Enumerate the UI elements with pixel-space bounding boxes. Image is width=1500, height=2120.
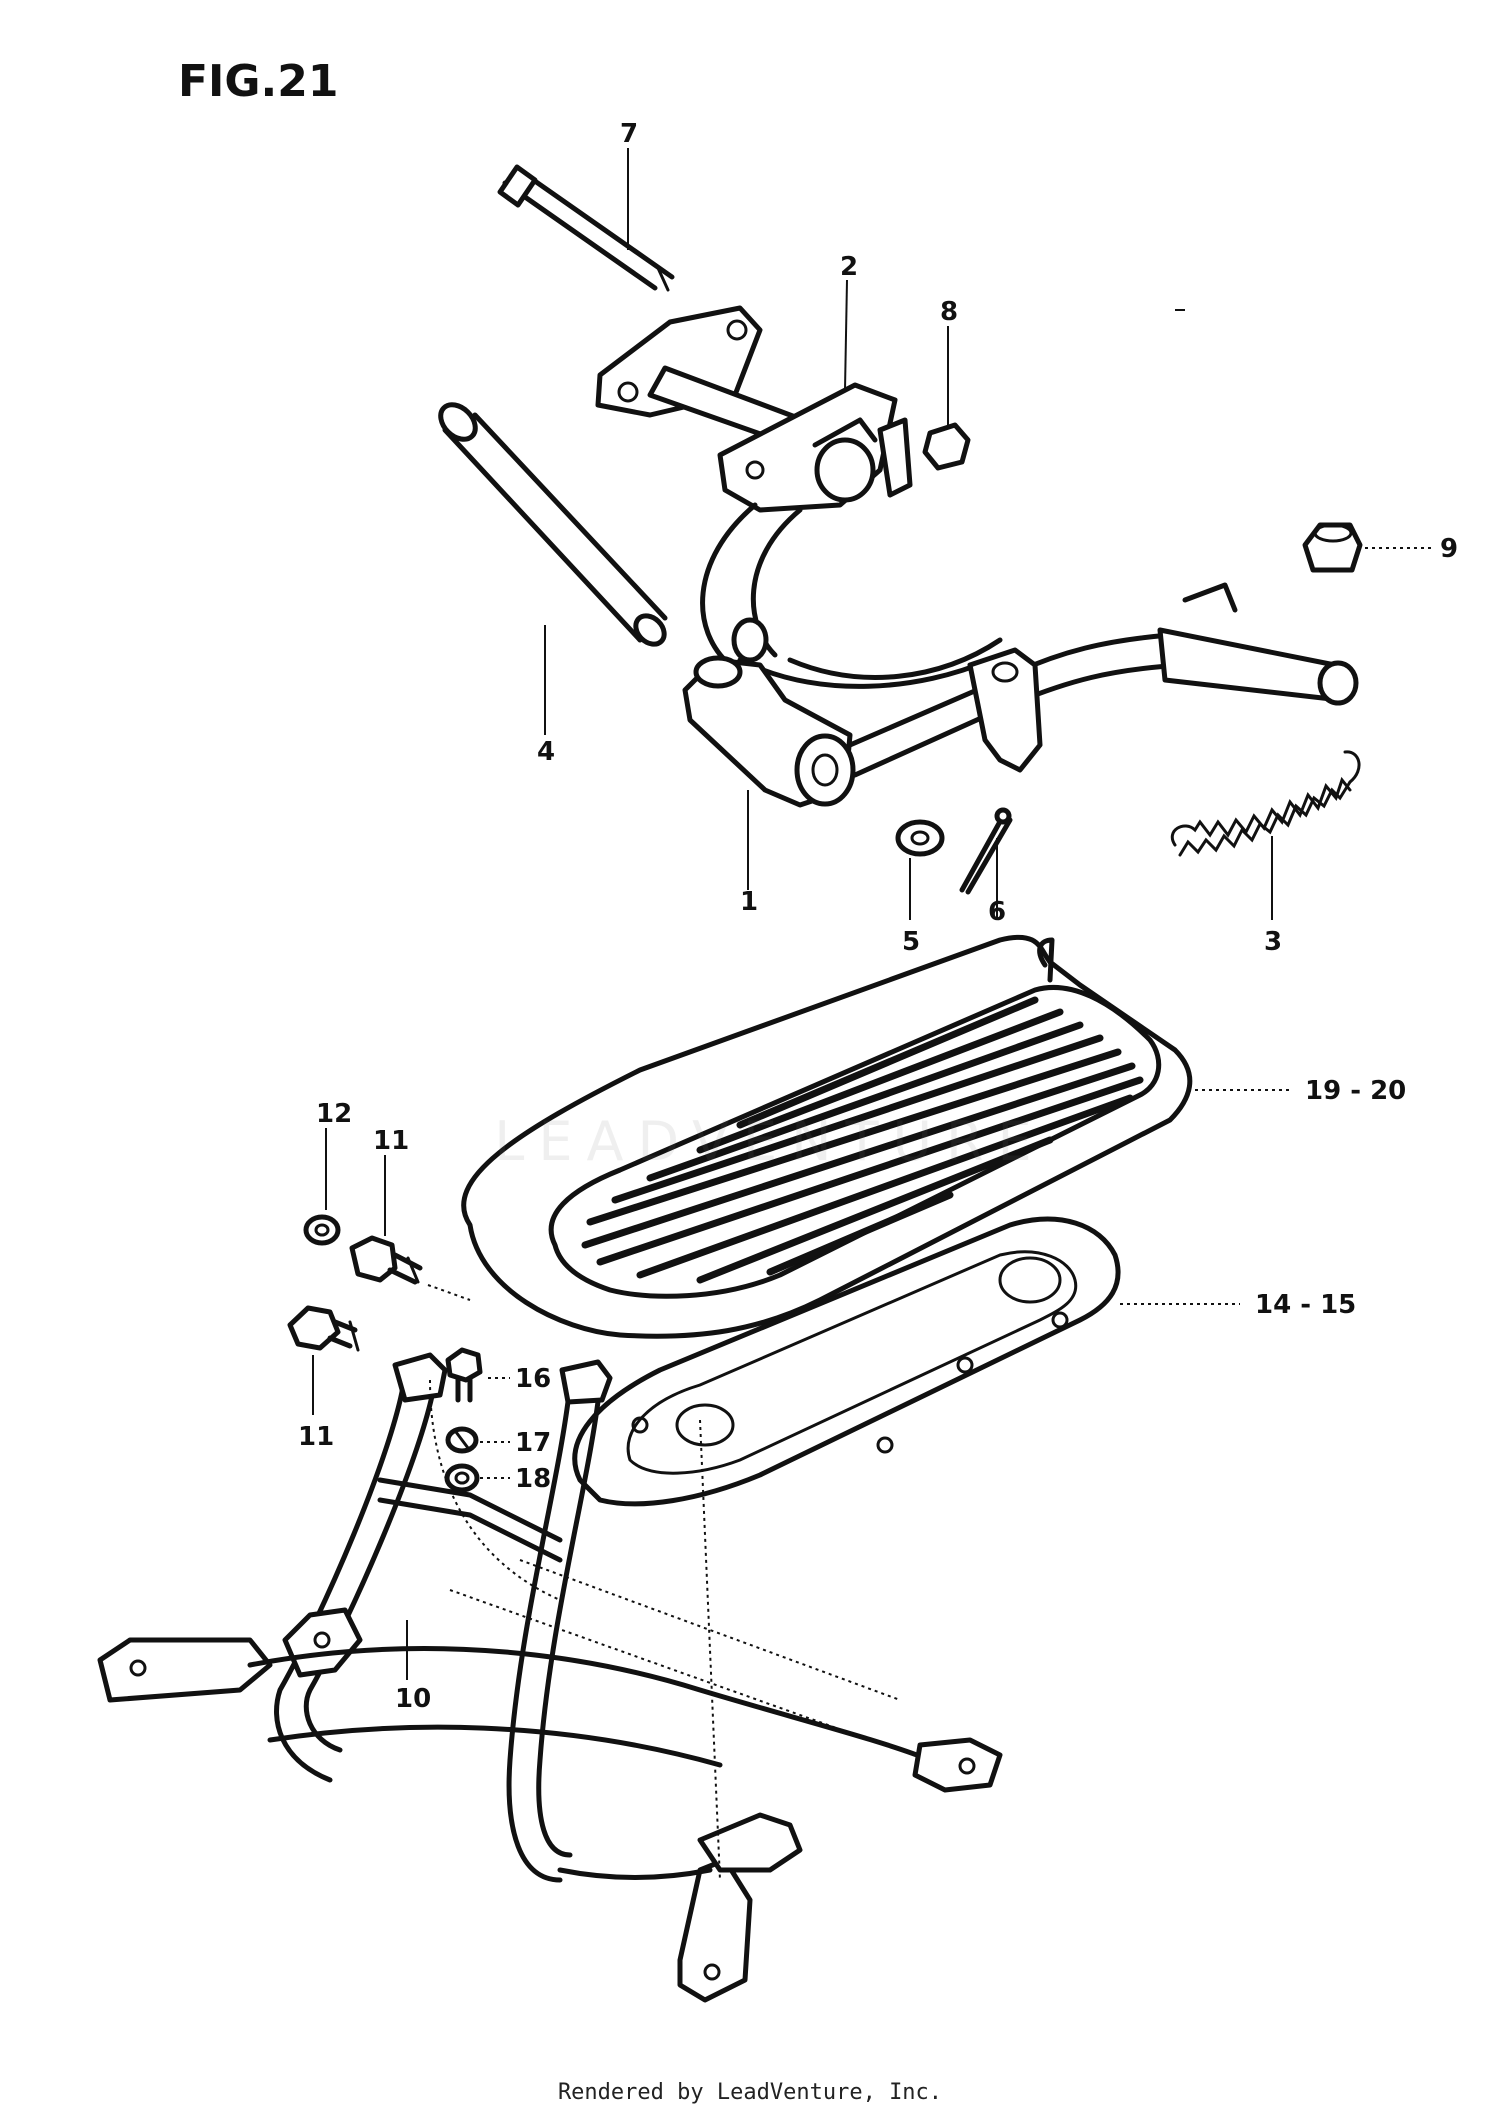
callout-11: 11 — [298, 1422, 334, 1452]
callout-9: 9 — [1440, 534, 1458, 564]
leader-lines — [312, 148, 1435, 1680]
part-12-small-bolt — [349, 1235, 423, 1285]
part-6-cotter-pin — [959, 807, 1013, 895]
part-19-20-floor-mat — [461, 934, 1193, 1339]
footer-credit: Rendered by LeadVenture, Inc. — [557, 2080, 943, 2105]
part-14-15-step-plate — [572, 1216, 1121, 1507]
part-5-washer — [895, 819, 945, 857]
callout-8: 8 — [940, 297, 958, 327]
part-18-washer — [444, 1463, 480, 1493]
part-13-washer — [303, 1214, 341, 1246]
callout-14-15: 14 - 15 — [1255, 1290, 1356, 1320]
rib — [736, 996, 1039, 1129]
callout-10: 10 — [395, 1684, 431, 1714]
figure-title: FIG.21 — [178, 56, 339, 107]
part-11-bolt — [287, 1305, 360, 1352]
callout-5: 5 — [902, 927, 920, 957]
callout-1: 1 — [740, 887, 758, 917]
callout-12: 11 — [373, 1126, 409, 1156]
callout-7: 7 — [620, 119, 638, 149]
part-7-bolt — [497, 164, 675, 292]
callout-16: 16 — [515, 1364, 551, 1394]
part-9-stopper — [1302, 522, 1363, 573]
callout-2: 2 — [840, 252, 858, 282]
callout-19-20: 19 - 20 — [1305, 1076, 1406, 1106]
part-2-bracket — [595, 305, 913, 513]
callout-4: 4 — [537, 737, 555, 767]
callout-17: 17 — [515, 1428, 551, 1458]
callout-6: 6 — [988, 897, 1006, 927]
part-4-pin — [438, 402, 668, 647]
part-16-bolt — [445, 1347, 483, 1403]
part-3-spring — [1171, 750, 1361, 857]
watermark: LEADVENTURE — [494, 1110, 1046, 1173]
part-1-main-stand — [682, 502, 1359, 808]
callout-18: 18 — [515, 1464, 551, 1494]
callout-13: 12 — [316, 1099, 352, 1129]
part-10-step-frame — [97, 1352, 1003, 2003]
part-17-lock-washer — [445, 1426, 479, 1454]
callout-3: 3 — [1264, 927, 1282, 957]
callout-labels: 7 2 8 9 4 1 5 6 3 19 - 20 14 - 15 12 11 … — [298, 119, 1458, 1714]
part-8-nut — [922, 422, 971, 471]
